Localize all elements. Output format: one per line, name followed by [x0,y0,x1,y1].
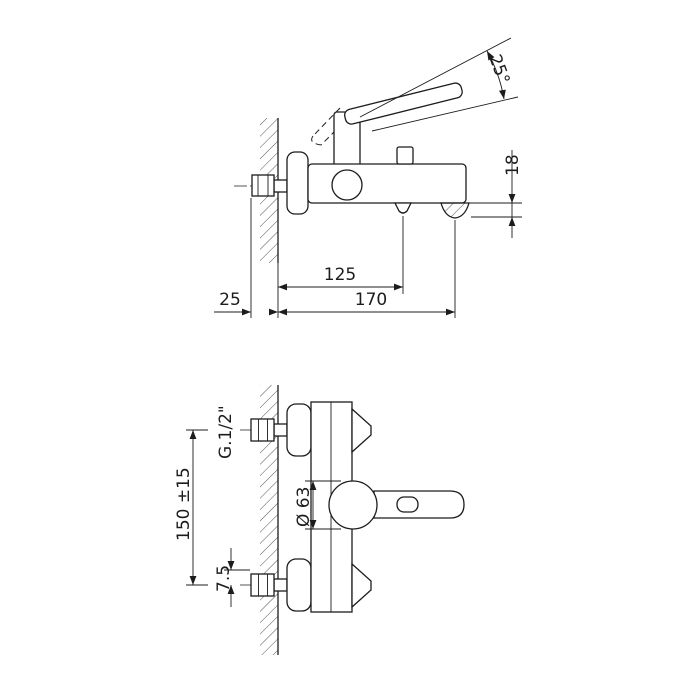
dim-angle-label: 25° [484,52,513,87]
bottom-union-cone [351,562,372,609]
inlet-nut [250,573,275,597]
inlet-nut-side [251,174,275,197]
cartridge-circle-side [331,169,363,201]
arrowhead [499,89,506,99]
angle-line-upper [359,37,512,118]
dim-inlet-spacing: 150 ±15 [174,430,197,585]
arrowhead [508,217,516,226]
arrowhead [446,308,455,316]
dim-25-label: 25 [219,290,241,310]
top-union-cone [351,407,372,454]
angle-line-lower [371,96,519,132]
dim-offset: 7.5 [214,548,250,607]
handle-lever-side [344,82,463,125]
wall-escutcheon-bottom [286,558,312,612]
dim-75-label: 7.5 [214,565,234,592]
dim-63-label: Ø 63 [294,487,314,527]
arrowhead [189,430,197,439]
dim-170-label: 170 [355,290,387,310]
arrowhead [227,585,235,594]
side-view: 25° 18 125 170 [214,37,523,318]
arrowhead [269,308,278,316]
arrowhead [227,561,235,570]
arrowhead [309,481,317,490]
arrowhead [278,283,287,291]
inlet-stem-side [273,179,288,193]
inlet-stem [273,423,288,437]
handle-slot [396,496,419,513]
arrowhead [242,308,251,316]
arrowhead [309,520,317,529]
dim-spout-reach: 125 [278,216,404,294]
dim-total-reach: 170 [277,220,456,318]
dim-g12-label: G.1/2" [216,405,236,459]
dim-outlet-height: 18 [468,150,523,238]
wall-escutcheon-top [286,403,312,457]
arrowhead [189,576,197,585]
arrowhead [487,51,495,61]
body-cap-circle [328,480,378,530]
dim-150-label: 150 ±15 [174,467,194,541]
dim-body-diameter: Ø 63 [294,480,341,530]
inlet-connection-side [251,174,288,197]
dim-thread-size: G.1/2" [216,405,236,459]
bottom-inlet-connection [250,558,312,612]
arrowhead [508,194,516,203]
spout-outlet [393,202,413,214]
inlet-stem [273,578,288,592]
inlet-nut [250,418,275,442]
arrowhead [278,308,287,316]
dim-handle-angle: 25° [359,37,519,132]
dim-125-label: 125 [324,265,356,285]
dim-wall-offset: 25 [214,198,278,318]
dim-18-label: 18 [503,154,523,176]
arrowhead [394,283,403,291]
wall-escutcheon-side [286,151,309,215]
front-view: G.1/2" 150 ±15 7.5 Ø 63 [174,385,465,655]
top-inlet-connection [250,403,312,457]
shower-outlet [440,202,470,219]
diverter-knob [396,146,414,165]
handle-lever-front [373,490,465,519]
